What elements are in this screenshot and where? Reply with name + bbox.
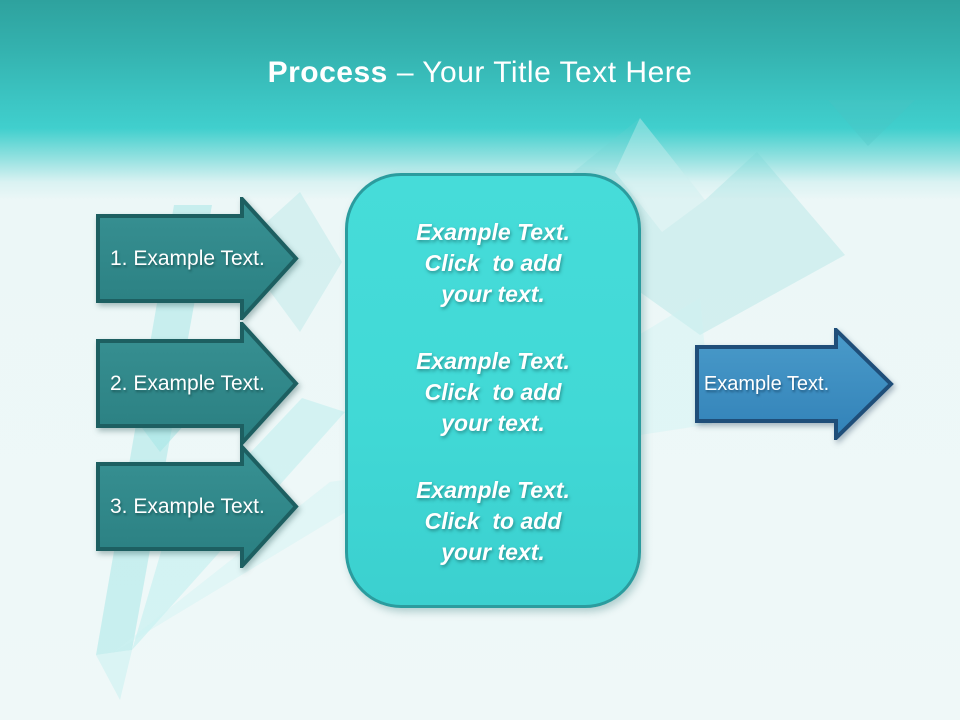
process-step-2-label: 2. Example Text. [110, 371, 265, 395]
placeholder-line: Example Text. [416, 477, 570, 503]
process-step-3-label: 3. Example Text. [110, 494, 265, 518]
right-arrow-shape-icon [695, 328, 894, 440]
process-step-arrow-3[interactable]: 3. Example Text. [96, 445, 299, 568]
placeholder-text-block-3[interactable]: Example Text. Click to add your text. [348, 475, 638, 568]
placeholder-line: Click to add [424, 250, 562, 276]
right-arrow-shape-icon [96, 197, 299, 320]
result-arrow-label: Example Text. [703, 372, 830, 395]
placeholder-line: Example Text. [416, 219, 570, 245]
process-step-1-label: 1. Example Text. [110, 246, 265, 270]
center-content-box[interactable]: Example Text. Click to add your text. Ex… [345, 173, 641, 608]
background-arrow-tail [96, 650, 132, 700]
right-arrow-shape-icon [96, 445, 299, 568]
placeholder-line: your text. [441, 410, 545, 436]
placeholder-line: Click to add [424, 508, 562, 534]
background-notch-shape [828, 100, 915, 146]
slide-title-keyword: Process [267, 56, 388, 89]
result-arrow[interactable]: Example Text. [695, 328, 895, 440]
process-step-arrow-1[interactable]: 1. Example Text. [96, 197, 299, 320]
placeholder-text-block-1[interactable]: Example Text. Click to add your text. [348, 217, 638, 310]
placeholder-line: your text. [441, 539, 545, 565]
placeholder-line: Example Text. [416, 348, 570, 374]
placeholder-line: your text. [441, 281, 545, 307]
right-arrow-shape-icon [96, 322, 299, 445]
placeholder-line: Click to add [424, 379, 562, 405]
center-content-text: Example Text. Click to add your text. Ex… [348, 176, 638, 604]
process-step-arrow-2[interactable]: 2. Example Text. [96, 322, 299, 445]
slide-title-subtitle: – Your Title Text Here [396, 56, 693, 89]
placeholder-text-block-2[interactable]: Example Text. Click to add your text. [348, 346, 638, 439]
slide-title: Process– Your Title Text Here [0, 56, 960, 90]
